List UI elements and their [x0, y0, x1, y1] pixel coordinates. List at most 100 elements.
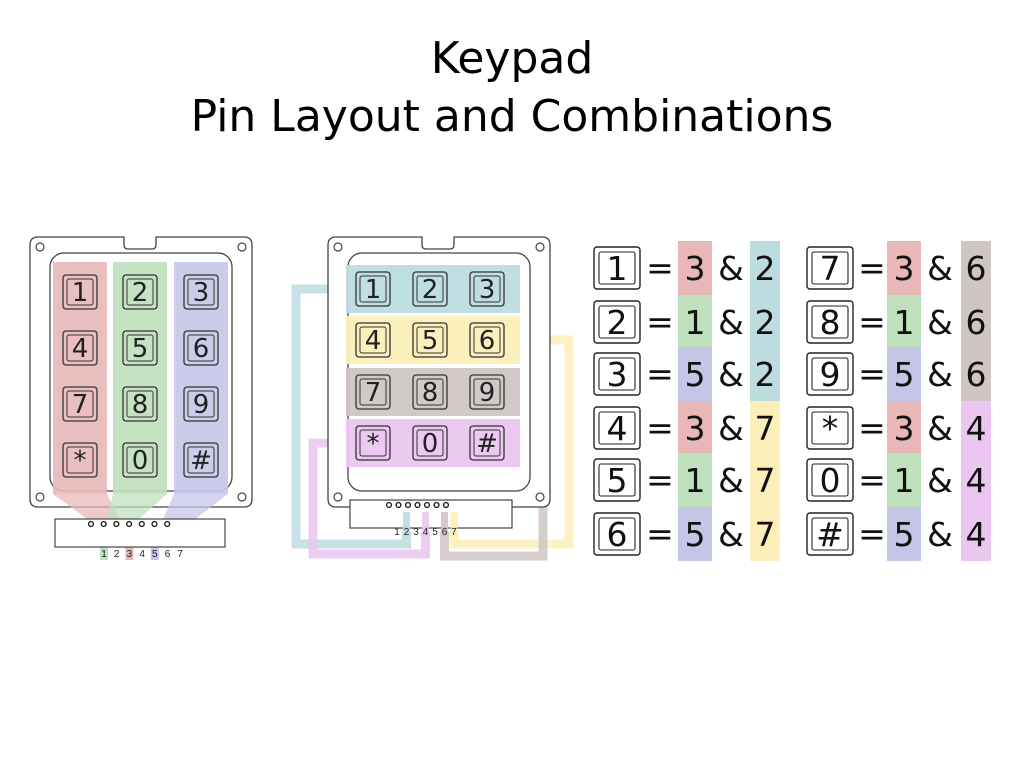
keypad-key-inner [66, 334, 94, 362]
keypad-key [469, 374, 505, 410]
combo-key [593, 512, 641, 556]
combo-key [806, 300, 854, 344]
keypad-key-inner [66, 278, 94, 306]
keypad-key-label: 2 [422, 275, 439, 305]
keypad-key-inner [126, 334, 154, 362]
combo-pin-a-highlight [887, 347, 921, 401]
combo-key-label: * [822, 409, 839, 448]
combo-pin-a: 1 [894, 303, 915, 342]
combo-pin-a-highlight [887, 295, 921, 349]
keypad-key-inner [126, 278, 154, 306]
keypad-key [412, 374, 448, 410]
keypad-key [183, 442, 219, 478]
combo-pin-a-highlight [887, 507, 921, 561]
keypad-key-inner [187, 334, 215, 362]
equals-sign: = [858, 408, 886, 447]
combo-pin-a-highlight [678, 241, 712, 295]
keypad-key [62, 386, 98, 422]
keypad-key-inner [66, 446, 94, 474]
keypad-key-label: # [190, 446, 212, 476]
keypad-key-inner [416, 326, 444, 354]
keypad-key-inner [126, 390, 154, 418]
combo-key-inner [811, 305, 849, 339]
combo-pin-b: 2 [755, 303, 776, 342]
pin-hole [442, 501, 450, 509]
keypad-key-label: 0 [422, 429, 439, 459]
pin-label: 3 [127, 549, 133, 560]
pin-label: 7 [177, 549, 183, 560]
combo-pin-a-highlight [678, 453, 712, 507]
keypad-key-inner [187, 278, 215, 306]
combo-pin-a-highlight [678, 347, 712, 401]
combo-key-label: 3 [607, 355, 628, 394]
keypad-key [62, 442, 98, 478]
ampersand: & [718, 515, 744, 554]
combo-key-inner [811, 411, 849, 445]
pin-label: 2 [114, 549, 120, 560]
keypad-key-label: 5 [422, 326, 439, 356]
mounting-hole [535, 492, 545, 502]
keypad-key-inner [187, 390, 215, 418]
pin-hole [113, 520, 120, 528]
combo-key-label: 5 [607, 461, 628, 500]
keypad-key [355, 425, 391, 461]
keypad-key-label: 8 [422, 378, 439, 408]
mounting-hole [35, 242, 45, 252]
keypad-key-inner [473, 326, 501, 354]
keypad-key [469, 271, 505, 307]
keypad-key-inner [359, 326, 387, 354]
keypad-key [355, 271, 391, 307]
keypad-key-label: 7 [72, 390, 89, 420]
title-line-2: Pin Layout and Combinations [190, 91, 834, 142]
keypad-key-inner [359, 275, 387, 303]
mounting-hole [35, 492, 45, 502]
combo-key-label: 6 [607, 515, 628, 554]
combo-key-label: # [816, 515, 844, 554]
pin-label: 5 [152, 549, 158, 560]
equals-sign: = [858, 354, 886, 393]
combo-pin-b-highlight [961, 401, 991, 561]
combo-pin-b: 2 [755, 355, 776, 394]
combo-pin-a: 1 [685, 303, 706, 342]
equals-sign: = [646, 408, 674, 447]
pin-hole [395, 501, 402, 509]
ampersand: & [927, 249, 953, 288]
keypad-key-label: 9 [193, 390, 210, 420]
keypad-key-label: 8 [132, 390, 149, 420]
ampersand: & [927, 515, 953, 554]
keypad-key [122, 386, 158, 422]
combo-key-label: 8 [820, 303, 841, 342]
pin-hole [126, 520, 133, 528]
combo-key [593, 300, 641, 344]
pin-label: 4 [423, 527, 429, 538]
combo-pin-b: 6 [966, 355, 987, 394]
combo-key [806, 458, 854, 502]
combo-pin-b: 2 [755, 249, 776, 288]
keypad-key-inner [473, 275, 501, 303]
keypad-key [412, 425, 448, 461]
keypad-key-inner [416, 378, 444, 406]
keypad-key-label: # [476, 429, 498, 459]
pin-label: 1 [101, 549, 107, 560]
combo-pin-b-highlight [750, 241, 780, 401]
combo-pin-a: 1 [685, 461, 706, 500]
pin-label: 6 [442, 527, 448, 538]
keypad-key-label: 4 [72, 334, 89, 364]
mounting-hole [237, 242, 247, 252]
pin-hole [433, 501, 440, 509]
equals-sign: = [858, 248, 886, 287]
pin-hole [423, 501, 431, 509]
combo-key-inner [598, 357, 636, 391]
row-highlight [346, 368, 520, 416]
combo-pin-b: 6 [966, 303, 987, 342]
keypad-key-inner [359, 378, 387, 406]
combo-key-label: 2 [607, 303, 628, 342]
ampersand: & [718, 461, 744, 500]
combo-key-label: 9 [820, 355, 841, 394]
keypad-key [469, 425, 505, 461]
equals-sign: = [858, 514, 886, 553]
combo-pin-a: 3 [894, 249, 915, 288]
pin-hole [404, 501, 412, 509]
